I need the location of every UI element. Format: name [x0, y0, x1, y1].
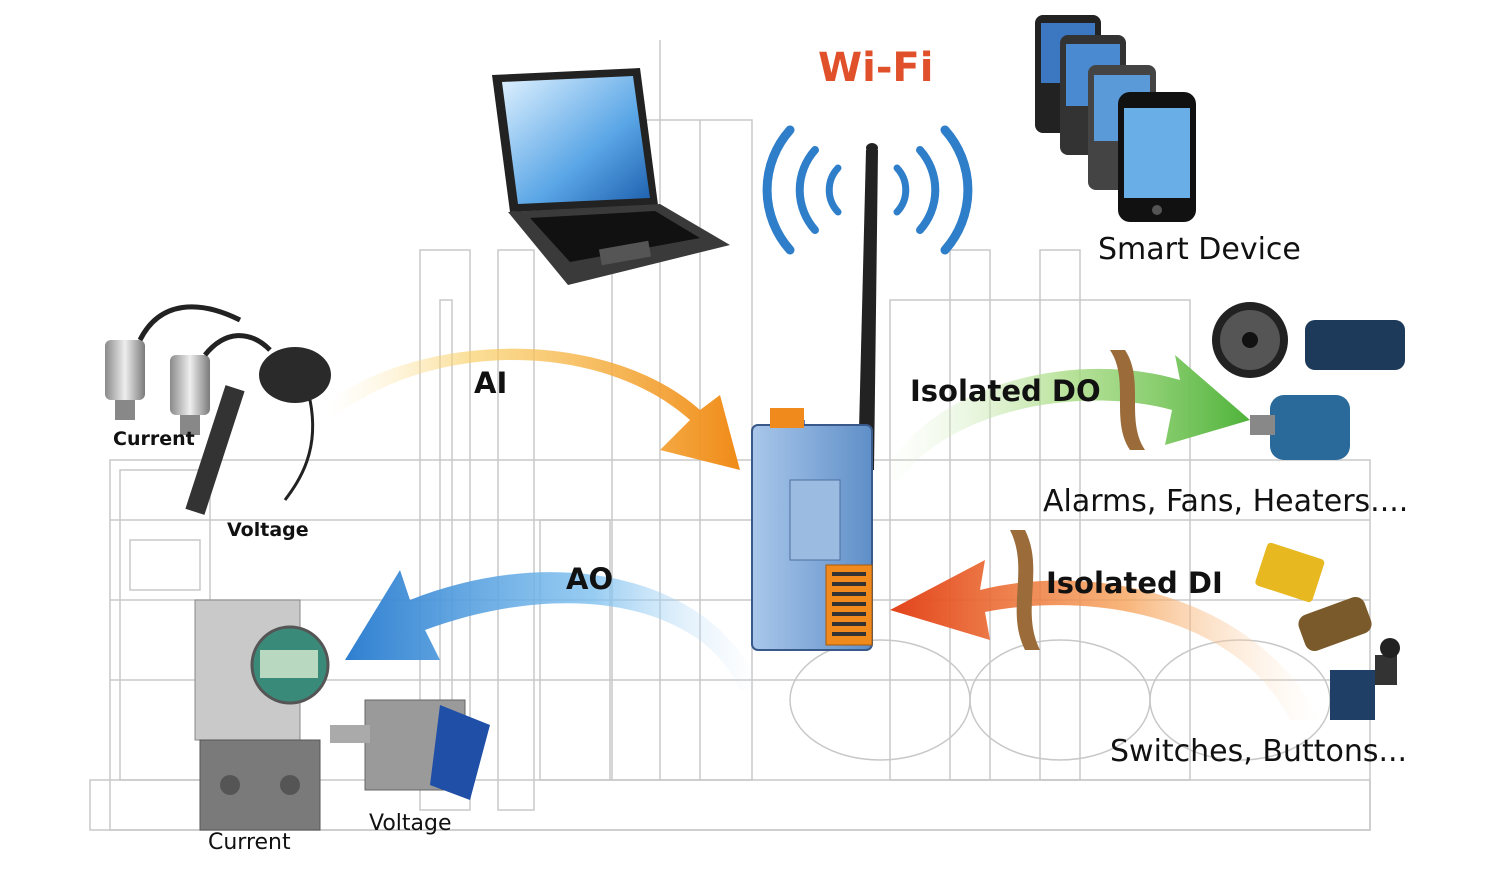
- input-voltage-label: Voltage: [227, 519, 309, 541]
- proximity-sensor-icon: [1255, 542, 1372, 652]
- fan-icon: [1212, 302, 1288, 378]
- isolated-do-label: Isolated DO: [910, 374, 1101, 408]
- isolated-di-arrow: [890, 530, 1320, 720]
- ai-label: AI: [474, 366, 508, 400]
- ao-label: AO: [566, 562, 614, 596]
- output-current-label: Current: [208, 830, 291, 855]
- isolated-di-label: Isolated DI: [1046, 566, 1223, 600]
- isolated-do-arrow: [880, 350, 1250, 480]
- di-sources-label: Switches, Buttons...: [1110, 734, 1408, 769]
- wifi-waves-icon: [762, 125, 973, 255]
- input-current-label: Current: [113, 428, 195, 450]
- pressure-sensor-icon: [105, 304, 272, 435]
- actuator-icon: [330, 699, 490, 800]
- io-module-icon: [751, 408, 873, 651]
- ai-arrow: [330, 348, 740, 470]
- transmitter-icon: [194, 599, 330, 831]
- limit-switch-icon: [1330, 638, 1400, 720]
- smartphone-icon: [1035, 15, 1196, 222]
- ao-arrow: [345, 570, 760, 690]
- level-probe-icon: [185, 347, 331, 515]
- wifi-label: Wi-Fi: [818, 45, 934, 91]
- laptop-icon: [492, 68, 730, 285]
- do-targets-label: Alarms, Fans, Heaters....: [1043, 484, 1409, 519]
- motor-icon: [1250, 320, 1405, 460]
- output-voltage-label: Voltage: [369, 811, 452, 836]
- smart-device-label: Smart Device: [1098, 232, 1301, 267]
